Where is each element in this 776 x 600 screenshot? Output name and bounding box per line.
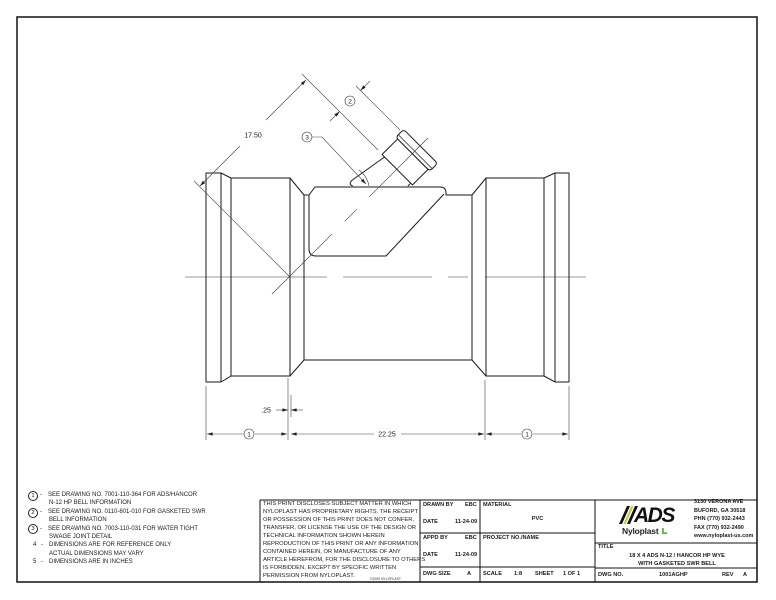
drawn-by-value: EBC bbox=[465, 502, 477, 508]
rev-label: REV bbox=[722, 572, 734, 578]
title-block-grid bbox=[259, 499, 757, 582]
note-separator: - bbox=[40, 525, 42, 532]
dwg-size-label: DWG SIZE bbox=[423, 571, 451, 577]
sheet-value: 1 OF 1 bbox=[563, 571, 581, 577]
note-4-marker: 4 bbox=[33, 542, 37, 548]
material-label: MATERIAL bbox=[483, 502, 512, 508]
disclaimer-line: TRANSFER, OR LICENSE THE USE OF THE DESI… bbox=[263, 525, 417, 531]
note-3-marker: 3 bbox=[28, 524, 38, 534]
disclaimer-line: ARTICLE HEREFROM, FOR THE DISCLOSURE TO … bbox=[263, 557, 426, 563]
dimension-body-length: 22.25 bbox=[378, 432, 396, 439]
drawn-by-label: DRAWN BY bbox=[423, 502, 454, 508]
disclaimer-line: CONTAINED HEREIN, OR MANUFACTURE OF ANY bbox=[263, 549, 401, 555]
appd-date-value: 11-24-09 bbox=[455, 552, 478, 558]
drawn-date-label: DATE bbox=[423, 519, 438, 525]
note-3-line-1: SEE DRAWING NO. 7003-110-031 FOR WATER T… bbox=[48, 525, 198, 532]
note-separator: - bbox=[41, 542, 43, 548]
callout-circle-3 bbox=[301, 131, 313, 143]
title-line-2: WITH GASKETED SWR BELL bbox=[638, 561, 716, 567]
disclaimer-line: THIS PRINT DISCLOSES SUBJECT MATTER IN W… bbox=[263, 501, 412, 507]
callout-circle-1-left bbox=[243, 428, 255, 440]
branch-centerline bbox=[271, 137, 429, 295]
dimension-branch-length: 17.50 bbox=[244, 133, 262, 140]
note-1-marker: 1 bbox=[28, 490, 38, 501]
note-2-line-2: BELL INFORMATION bbox=[49, 517, 107, 523]
note-separator: - bbox=[40, 509, 42, 515]
address-line: 3130 VERONA AVE bbox=[694, 499, 744, 505]
sheet-border bbox=[16, 16, 758, 583]
dwg-no-label: DWG NO. bbox=[598, 572, 624, 578]
disclaimer-line: NYLOPLAST HAS PROPRIETARY RIGHTS. THE RE… bbox=[263, 509, 419, 515]
appd-by-label: APPD BY bbox=[423, 535, 448, 541]
branch-outlet bbox=[349, 130, 437, 187]
callout-1-right-label: 1 bbox=[525, 431, 529, 438]
note-1-line-1: SEE DRAWING NO. 7001-110-364 FOR ADS/HAN… bbox=[48, 492, 198, 498]
ads-logo-slashes bbox=[619, 506, 638, 524]
title-label: TITLE bbox=[598, 544, 614, 550]
scale-value: 1:8 bbox=[514, 571, 523, 577]
note-separator: - bbox=[40, 492, 42, 498]
note-2-line-1: SEE DRAWING NO. 0110-601-010 FOR GASKETE… bbox=[48, 509, 206, 515]
callout-2-label: 2 bbox=[348, 98, 352, 105]
branch-bell-ring bbox=[396, 130, 437, 171]
callout-3-label: 3 bbox=[305, 134, 309, 141]
note-3-line-2: SWAGE JOINT DETAIL bbox=[49, 534, 113, 540]
note-separator: - bbox=[41, 559, 43, 565]
disclaimer-line: OR POSSESSION OF THIS PRINT DOES NOT CON… bbox=[263, 517, 415, 523]
note-2-marker: 2 bbox=[28, 507, 38, 518]
disclaimer-line: TECHNICAL INFORMATION SHOWN HEREIN bbox=[263, 533, 385, 539]
material-value: PVC bbox=[531, 516, 544, 522]
note-5-line-1: DIMENSIONS ARE IN INCHES bbox=[49, 559, 133, 565]
sheet-label: SHEET bbox=[535, 571, 554, 577]
title-line-1: 18 X 4 ADS N-12 / HANCOR HP WYE bbox=[629, 553, 725, 559]
note-1-line-2: N-12 HP BELL INFORMATION bbox=[49, 500, 132, 506]
appd-date-label: DATE bbox=[423, 552, 438, 558]
wye-fitting-body bbox=[205, 172, 570, 383]
callout-circle-1-right bbox=[521, 428, 533, 440]
disclaimer-line: PERMISSION FROM NYLOPLAST. bbox=[263, 573, 355, 579]
branch-spigot-edge bbox=[407, 182, 412, 187]
branch-spigot-edge bbox=[349, 156, 385, 187]
website-line: www.nyloplast-us.com bbox=[694, 533, 754, 539]
disclaimer-line: REPRODUCTION OF THIS PRINT OR ANY INFORM… bbox=[263, 541, 419, 547]
disclaimer-line: IS FORBIDDEN, EXCEPT BY SPECIFIC WRITTEN bbox=[263, 565, 397, 571]
swage-angle-arc bbox=[358, 169, 370, 187]
project-label: PROJECT NO./NAME bbox=[483, 535, 539, 541]
scale-label: SCALE bbox=[483, 571, 502, 577]
drawn-date-value: 11-24-09 bbox=[455, 519, 478, 525]
ads-logo-text: ADS bbox=[634, 504, 675, 527]
phone-line: PHN (770) 932-2443 bbox=[694, 516, 745, 522]
body-outline bbox=[205, 172, 570, 383]
fax-line: FAX (770) 932-2490 bbox=[694, 524, 744, 531]
dwg-no-value: 1001AGHP bbox=[659, 572, 688, 578]
appd-by-value: EBC bbox=[465, 535, 477, 541]
address-line: BUFORD, GA 30518 bbox=[694, 507, 746, 514]
copyright-notice: ©2009 NYLOPLAST bbox=[370, 576, 401, 581]
nyloplast-mark-icon bbox=[662, 528, 667, 535]
nyloplast-logo-text: Nyloplast bbox=[622, 526, 659, 536]
note-5-marker: 5 bbox=[33, 559, 37, 565]
rev-value: A bbox=[743, 572, 748, 578]
dimension-spigot-offset: .25 bbox=[261, 408, 271, 415]
note-4-line-2: ACTUAL DIMENSIONS MAY VARY bbox=[49, 551, 144, 557]
callout-circle-2 bbox=[344, 95, 356, 107]
dwg-size-value: A bbox=[467, 571, 472, 577]
note-4-line-1: DIMENSIONS ARE FOR REFERENCE ONLY bbox=[49, 542, 172, 548]
callout-1-left-label: 1 bbox=[247, 431, 251, 438]
dimension-lines bbox=[193, 73, 570, 440]
wye-opening-outline bbox=[308, 193, 445, 257]
